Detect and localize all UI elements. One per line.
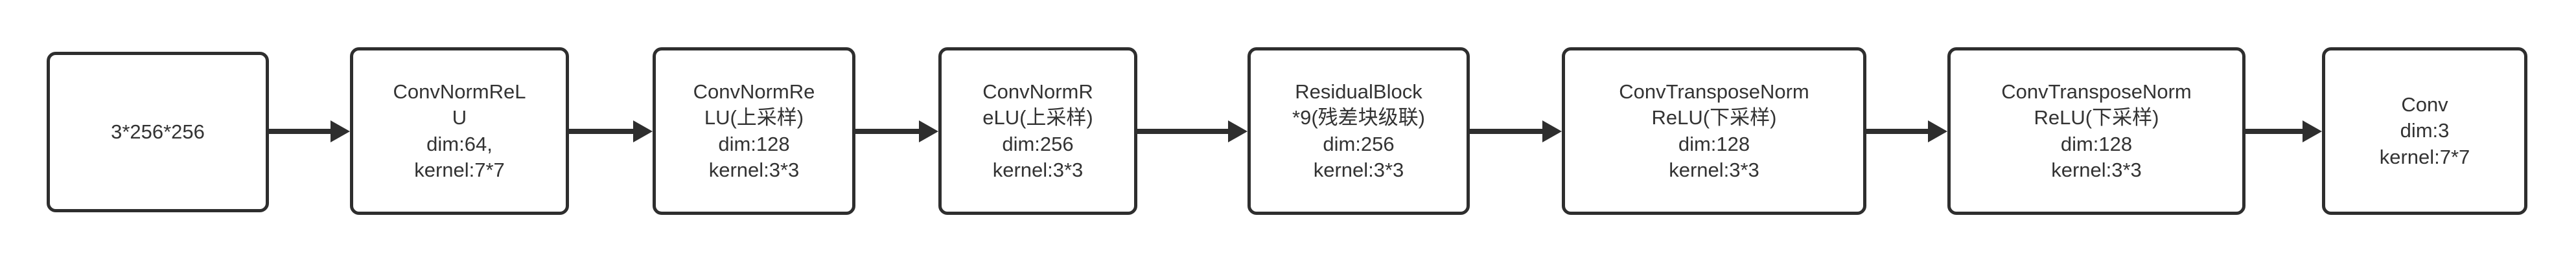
node-text-line: kernel:3*3	[708, 158, 800, 181]
node-text-line: dim:128	[718, 132, 790, 155]
arrow-shaft	[2245, 129, 2303, 134]
arrow-shaft	[1470, 129, 1542, 134]
node-text-line: U	[452, 106, 467, 129]
node-text-line: 3*256*256	[111, 120, 205, 143]
arrow-shaft	[855, 129, 919, 134]
node-input[interactable]: 3*256*256	[47, 52, 269, 212]
arrow-head-icon	[1542, 120, 1562, 142]
arrow-head-icon	[1928, 120, 1947, 142]
arrow-head-icon	[2303, 120, 2322, 142]
arrow-head-icon	[633, 120, 653, 142]
node-text-line: dim:128	[1678, 132, 1750, 155]
node-text-line: kernel:3*3	[2051, 158, 2142, 181]
arrow-shaft	[269, 129, 331, 134]
node-text-line: kernel:7*7	[414, 158, 505, 181]
node-residual-block-256[interactable]: ResidualBlock *9(残差块级联) dim:256 kernel:3*3	[1247, 47, 1470, 215]
arrow-shaft	[1866, 129, 1928, 134]
node-text-line: kernel:3*3	[1313, 158, 1404, 181]
node-text-line: ReLU(下采样)	[1651, 106, 1777, 129]
node-text-line: kernel:7*7	[2379, 145, 2470, 168]
node-text-line: ReLU(下采样)	[2034, 106, 2159, 129]
node-text-line: kernel:3*3	[1669, 158, 1759, 181]
node-text-line: *9(残差块级联)	[1292, 106, 1425, 129]
node-text-line: Conv	[2401, 93, 2448, 116]
node-text-line: dim:3	[2400, 119, 2450, 142]
node-text-line: ConvNormR	[982, 80, 1093, 103]
node-text-line: ConvNormReL	[393, 80, 526, 103]
arrow-shaft	[569, 129, 633, 134]
node-conv-norm-relu-up-256[interactable]: ConvNormR eLU(上采样) dim:256 kernel:3*3	[938, 47, 1137, 215]
arrow-head-icon	[1228, 120, 1247, 142]
node-text-line: dim:128	[2060, 132, 2133, 155]
node-text-line: ConvTransposeNorm	[2001, 80, 2192, 103]
node-text-line: ResidualBlock	[1295, 80, 1422, 103]
node-text-line: kernel:3*3	[992, 158, 1084, 181]
node-text-line: dim:256	[1323, 132, 1395, 155]
node-text-line: dim:64,	[426, 132, 493, 155]
node-output-conv[interactable]: Conv dim:3 kernel:7*7	[2322, 47, 2527, 215]
node-text-line: eLU(上采样)	[982, 106, 1093, 129]
arrow-head-icon	[919, 120, 938, 142]
node-text-line: LU(上采样)	[704, 106, 804, 129]
arrow-head-icon	[331, 120, 350, 142]
node-text-line: dim:256	[1002, 132, 1074, 155]
node-text-line: ConvTransposeNorm	[1619, 80, 1809, 103]
node-text-line: ConvNormRe	[693, 80, 815, 103]
arrow-shaft	[1137, 129, 1228, 134]
